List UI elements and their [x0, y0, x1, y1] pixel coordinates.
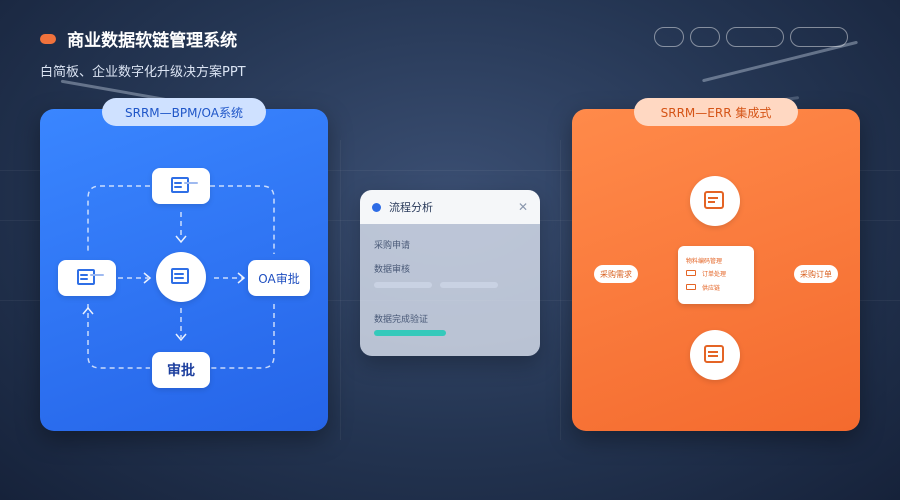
- purchase-order-pill[interactable]: 采购订单: [794, 265, 838, 283]
- document-chart-icon: [704, 345, 726, 365]
- top-button-4[interactable]: [790, 27, 848, 47]
- right-top-node[interactable]: [690, 176, 740, 226]
- top-button-1[interactable]: [654, 27, 684, 47]
- left-loop-top-left-line: [87, 185, 150, 254]
- progress-bar-complete: [374, 330, 446, 336]
- progress-bar-2: [440, 282, 498, 288]
- bpm-oa-label: SRRM—BPM/OA系统: [102, 98, 266, 126]
- header: 商业数据软链管理系统 白简板、企业数字化升级决方案PPT: [40, 26, 246, 80]
- card-row-3: 数据完成验证: [374, 315, 429, 325]
- close-icon[interactable]: ✕: [517, 200, 528, 214]
- left-side-doc-node[interactable]: [58, 260, 116, 296]
- left-loop-top-right-line: [210, 185, 275, 254]
- card-title: 流程分析: [389, 201, 433, 214]
- top-button-2[interactable]: [690, 27, 720, 47]
- erp-detail-box-icon: [686, 270, 696, 276]
- approval-node[interactable]: 审批: [152, 352, 210, 388]
- card-header: 流程分析 ✕: [360, 190, 540, 224]
- oa-approval-node[interactable]: OA审批: [248, 260, 310, 296]
- document-icon: [171, 177, 198, 195]
- erp-detail-card[interactable]: 物料编码管理 订单处理 供应链: [678, 246, 754, 304]
- erp-detail-line-2: 订单处理: [702, 271, 727, 278]
- procurement-demand-pill[interactable]: 采购需求: [594, 265, 638, 283]
- erp-integration-label: SRRM—ERR 集成式: [634, 98, 798, 126]
- card-status-icon: [372, 202, 381, 212]
- process-analysis-card: 流程分析 ✕ 采购申请 数据审核 数据完成验证: [360, 190, 540, 356]
- page-subtitle: 白简板、企业数字化升级决方案PPT: [40, 65, 246, 80]
- oa-approval-label: OA审批: [258, 271, 300, 286]
- document-icon: [171, 268, 191, 286]
- erp-detail-box-icon: [686, 284, 696, 290]
- logo-icon: [40, 33, 56, 44]
- left-top-doc-node[interactable]: [152, 168, 210, 204]
- top-button-3[interactable]: [726, 27, 784, 47]
- right-bottom-node[interactable]: [690, 330, 740, 380]
- erp-detail-line-3: 供应链: [702, 285, 721, 292]
- card-row-1: 采购申请: [374, 241, 411, 251]
- left-center-doc-node[interactable]: [156, 252, 206, 302]
- card-row-2: 数据审核: [374, 265, 411, 275]
- page-title: 商业数据软链管理系统: [67, 31, 238, 51]
- top-button-group: [654, 27, 848, 47]
- document-edit-icon: [704, 191, 726, 211]
- erp-detail-line-1: 物料编码管理: [686, 258, 723, 265]
- progress-bar-1: [374, 282, 432, 288]
- left-loop-bottom-right-line: [210, 304, 275, 369]
- document-icon: [77, 269, 104, 287]
- approval-label: 审批: [167, 363, 195, 379]
- left-loop-bottom-left-line: [87, 304, 150, 369]
